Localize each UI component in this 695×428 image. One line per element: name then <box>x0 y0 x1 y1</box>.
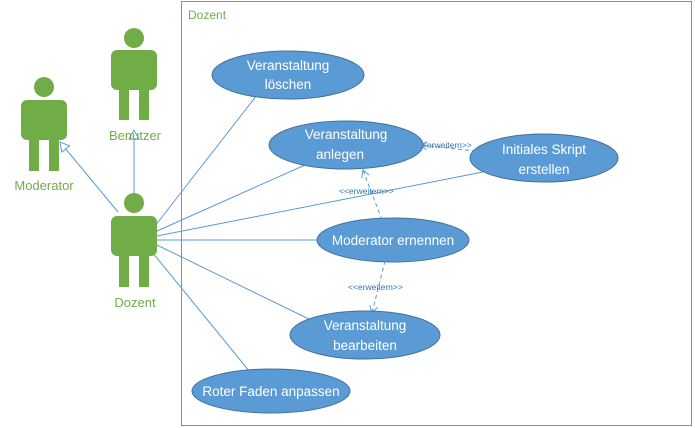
use-case-bearbeiten-line1: Veranstaltung <box>324 318 407 333</box>
association-faden <box>151 251 251 373</box>
use-case-faden-line1: Roter Faden anpassen <box>202 384 339 399</box>
use-case-skript[interactable]: Initiales Skript erstellen <box>469 133 619 183</box>
use-case-loeschen[interactable]: Veranstaltung löschen <box>211 50 365 100</box>
use-case-anlegen-line1: Veranstaltung <box>305 127 388 142</box>
actor-moderator-icon <box>21 77 67 171</box>
use-case-ernennen[interactable]: Moderator ernennen <box>316 217 470 263</box>
extend-label-skript: <<erweitern>> <box>417 140 472 150</box>
extend-skript-anlegen <box>418 141 477 152</box>
associations <box>151 94 484 373</box>
use-case-ernennen-line1: Moderator ernennen <box>332 233 454 248</box>
use-case-bearbeiten-line2: bearbeiten <box>333 338 397 353</box>
system-boundary-label: Dozent <box>188 8 227 22</box>
extend-label-ernennen-anlegen: <<erweitern>> <box>339 186 394 196</box>
extend-relations <box>361 141 477 314</box>
use-case-faden-ellipse <box>191 368 351 414</box>
use-case-bearbeiten-ellipse <box>289 310 441 360</box>
system-boundary <box>181 1 692 426</box>
actor-dozent-icon <box>111 193 157 287</box>
actor-benutzer-icon <box>111 28 157 120</box>
association-loeschen <box>154 94 258 227</box>
use-case-loeschen-line1: Veranstaltung <box>247 58 330 73</box>
generalization-dozent-moderator <box>59 141 119 213</box>
use-case-faden[interactable]: Roter Faden anpassen <box>191 368 351 414</box>
use-case-ernennen-ellipse <box>316 217 470 263</box>
actor-moderator[interactable]: Moderator <box>14 77 74 193</box>
actor-benutzer-label: Benutzer <box>109 128 162 143</box>
actor-dozent[interactable]: Dozent <box>111 193 157 310</box>
use-case-bearbeiten[interactable]: Veranstaltung bearbeiten <box>289 310 441 360</box>
actor-benutzer[interactable]: Benutzer <box>109 28 162 143</box>
actor-dozent-label: Dozent <box>114 295 156 310</box>
extend-ernennen-bearbeiten <box>369 260 386 314</box>
use-case-anlegen[interactable]: Veranstaltung anlegen <box>268 120 424 170</box>
use-case-skript-line1: Initiales Skript <box>502 142 586 157</box>
use-case-loeschen-line2: löschen <box>265 77 312 92</box>
actor-moderator-label: Moderator <box>14 178 74 193</box>
use-case-skript-ellipse <box>469 133 619 183</box>
association-bearbeiten <box>156 244 316 323</box>
use-case-skript-line2: erstellen <box>518 162 569 177</box>
extend-ernennen-anlegen <box>361 169 383 221</box>
use-case-anlegen-line2: anlegen <box>316 147 364 162</box>
use-case-loeschen-ellipse <box>211 50 365 100</box>
association-skript <box>156 171 484 237</box>
association-anlegen <box>156 164 306 232</box>
extend-label-ernennen-bearbeiten: <<erweitern>> <box>348 282 403 292</box>
use-case-anlegen-ellipse <box>268 120 424 170</box>
